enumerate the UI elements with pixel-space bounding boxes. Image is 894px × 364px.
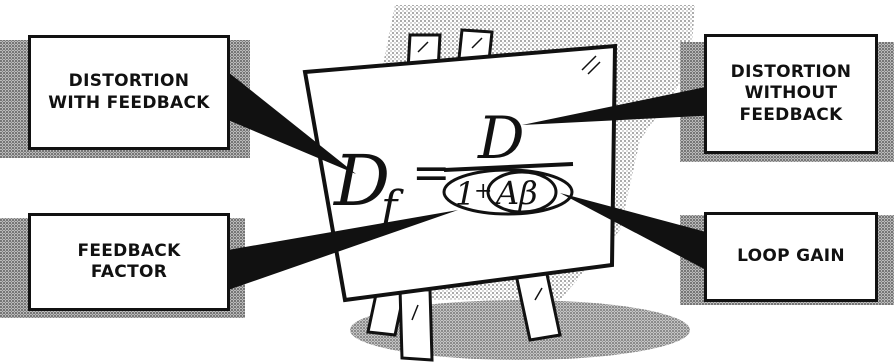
- label-distortion-without-feedback-text: DISTORTION WITHOUT FEEDBACK: [731, 62, 852, 126]
- label-feedback-factor-text: FEEDBACK FACTOR: [77, 241, 180, 284]
- formula-loop-gain: Aβ: [493, 174, 538, 212]
- label-distortion-without-feedback: DISTORTION WITHOUT FEEDBACK: [704, 34, 878, 154]
- label-distortion-with-feedback: DISTORTION WITH FEEDBACK: [28, 35, 230, 150]
- label-distortion-with-feedback-text: DISTORTION WITH FEEDBACK: [48, 71, 209, 114]
- label-feedback-factor: FEEDBACK FACTOR: [28, 213, 230, 311]
- label-loop-gain: LOOP GAIN: [704, 212, 878, 302]
- formula-numerator-d: D: [477, 104, 525, 172]
- label-loop-gain-text: LOOP GAIN: [737, 246, 845, 267]
- formula-denominator-one: 1: [455, 175, 475, 213]
